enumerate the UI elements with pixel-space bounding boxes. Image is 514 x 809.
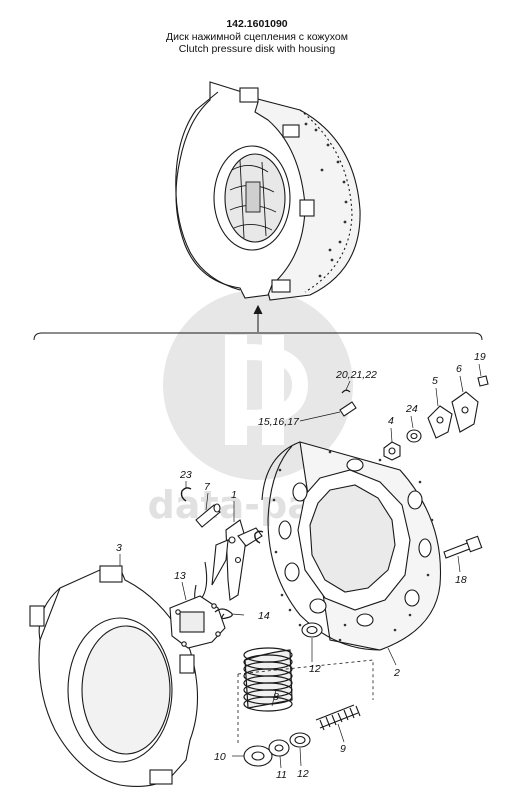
callout-9: 9 [340, 743, 346, 755]
part-bolt [443, 535, 483, 559]
callout-12-lower: 12 [297, 768, 309, 780]
part-clip [180, 487, 192, 502]
part-spring-small [315, 704, 361, 731]
callout-1: 1 [231, 489, 237, 501]
part-spring-clip [214, 608, 233, 620]
leader-lines [119, 363, 482, 769]
callout-11: 11 [276, 769, 287, 781]
guide-line [237, 659, 374, 745]
part-washer-24 [406, 429, 422, 443]
part-washer-11 [268, 739, 290, 757]
callout-6: 6 [456, 363, 462, 375]
callout-15-16-17: 15,16,17 [258, 416, 300, 428]
callout-5: 5 [432, 375, 438, 387]
callout-7: 7 [204, 481, 211, 493]
callout-13: 13 [174, 570, 186, 582]
callout-23: 23 [179, 469, 192, 481]
part-number: 142.1601090 [226, 18, 288, 30]
callout-3: 3 [116, 542, 122, 554]
assembly-bracket [33, 304, 483, 341]
part-clip-right [254, 530, 264, 544]
part-screw [477, 375, 489, 387]
part-washer-lower [289, 732, 311, 748]
callout-18: 18 [455, 574, 467, 586]
part-pin-20 [341, 389, 351, 394]
callout-2: 2 [393, 667, 400, 679]
callout-19: 19 [474, 351, 486, 363]
callout-14: 14 [258, 610, 270, 622]
part-clutch-housing [261, 441, 442, 651]
title-english: Clutch pressure disk with housing [178, 43, 336, 55]
callout-24: 24 [405, 403, 418, 415]
part-spring-large [243, 647, 293, 712]
part-release-lever [194, 519, 263, 602]
callout-12-upper: 12 [309, 663, 321, 675]
diagram-header: 142.1601090 Диск нажимной сцепления с ко… [0, 18, 514, 56]
callout-8: 8 [273, 691, 279, 703]
watermark-logo [163, 290, 353, 480]
callout-20-21-22: 20,21,22 [335, 369, 377, 381]
part-pin [195, 503, 221, 528]
part-retainer-plate [169, 595, 226, 649]
part-bracket-6 [451, 391, 479, 433]
callout-4: 4 [388, 415, 394, 427]
part-nut [383, 441, 401, 461]
assembled-clutch [175, 81, 361, 301]
title-russian: Диск нажимной сцепления с кожухом [166, 30, 348, 43]
part-bracket-5 [427, 405, 453, 439]
part-washer-10 [243, 745, 273, 767]
part-pressure-plate [29, 565, 199, 787]
part-washer-upper [301, 622, 323, 638]
part-plate-15 [339, 401, 357, 417]
callout-10: 10 [214, 751, 226, 763]
callout-labels: 1 2 3 4 5 6 7 8 9 10 11 12 12 13 14 15,1… [116, 351, 486, 781]
